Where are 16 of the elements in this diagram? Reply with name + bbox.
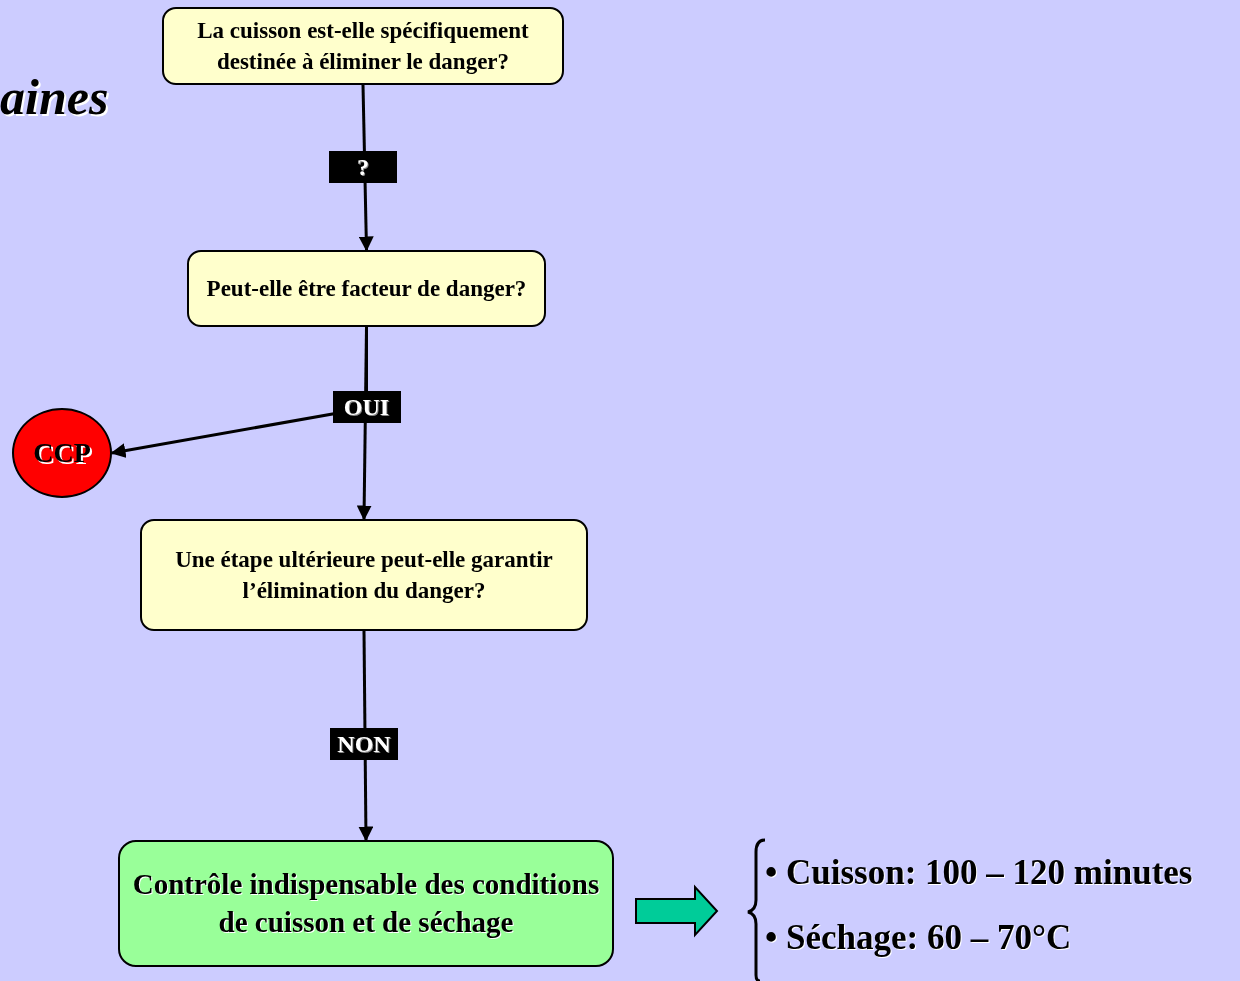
question-box xyxy=(140,519,588,631)
edge-label: ? xyxy=(329,151,397,183)
node-text: CCP xyxy=(33,437,91,469)
node-text: Contrôle indispensable des conditions de cuisson et de séchage xyxy=(131,866,601,940)
bullet-item: • Cuisson: 100 – 120 minutes xyxy=(765,852,1193,893)
node-text: Peut-elle être facteur de danger? xyxy=(206,274,527,303)
edge-label: NON xyxy=(330,728,398,760)
edge-label: OUI xyxy=(332,391,401,423)
action-box xyxy=(118,840,614,967)
bullet-item: • Séchage: 60 – 70°C xyxy=(765,917,1072,958)
node-text: Une étape ultérieure peut-elle garantir l’élimination du danger? xyxy=(174,545,554,605)
slide-title: aines xyxy=(0,68,109,126)
block-arrow xyxy=(635,884,719,938)
question-box xyxy=(187,250,546,327)
node-text: La cuisson est-elle spécifiquement destinée à éliminer le danger? xyxy=(196,16,530,76)
question-box xyxy=(162,7,564,85)
